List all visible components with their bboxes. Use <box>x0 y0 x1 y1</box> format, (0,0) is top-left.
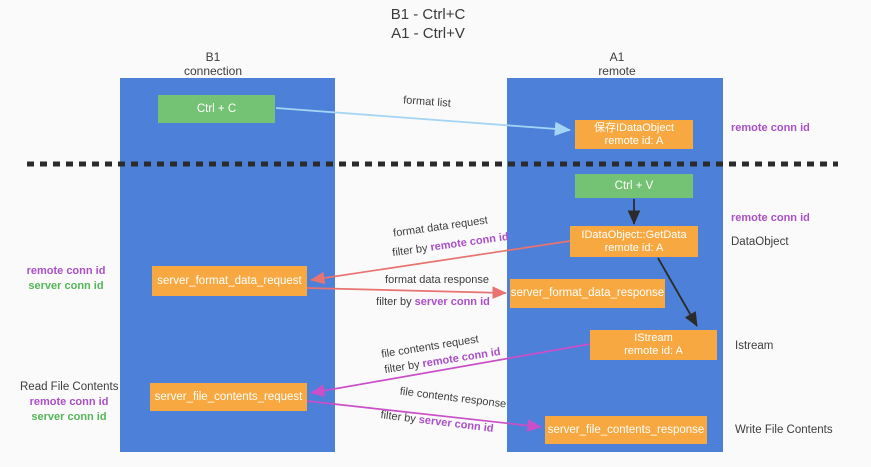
format-data-response-filter-label: filter by server conn id <box>372 296 494 308</box>
filter-by-text: filter by <box>383 358 424 377</box>
read-file-contents-annotation: Read File Contents <box>20 381 119 393</box>
server-conn-id-text: server conn id <box>414 296 490 308</box>
server-conn-id-text: server conn id <box>418 413 495 435</box>
left-file-annotation-group: Read File Contents remote conn id server c… <box>20 380 118 425</box>
file-response-box: server_file_contents_response <box>545 416 707 444</box>
dataobject-annotation: DataObject <box>731 236 789 248</box>
column-b1-role: connection <box>183 64 243 78</box>
remote-conn-id-annotation-top: remote conn id <box>731 122 810 134</box>
ctrl-c-label: Ctrl + C <box>196 102 237 115</box>
istream-line2: remote id: A <box>624 345 683 357</box>
file-response-label: server_file_contents_response <box>547 423 705 436</box>
filter-by-text: filter by <box>376 296 415 308</box>
write-file-contents-annotation: Write File Contents <box>735 424 833 436</box>
column-a1-role: remote <box>598 64 636 78</box>
save-dataobject-line2: remote id: A <box>604 134 664 147</box>
title-line-2: A1 - Ctrl+V <box>391 25 465 42</box>
column-b1-name: B1 <box>205 50 221 64</box>
title-line-1: B1 - Ctrl+C <box>390 6 466 23</box>
format-request-label: server_format_data_request <box>157 274 302 287</box>
format-response-box: server_format_data_response <box>510 279 665 308</box>
ctrl-v-label: Ctrl + V <box>614 179 654 192</box>
server-conn-id-annotation-bottom: server conn id <box>31 411 107 423</box>
save-dataobject-line1: 保存IDataObject <box>593 121 675 134</box>
remote-conn-id-text: remote conn id <box>429 230 510 254</box>
format-request-box: server_format_data_request <box>152 266 307 296</box>
ctrl-c-box: Ctrl + C <box>158 95 275 123</box>
getdata-line1: IDataObject::GetData <box>581 228 687 241</box>
filter-by-text: filter by <box>379 409 420 426</box>
file-contents-response-filter-label: filter by server conn id <box>376 409 499 436</box>
file-contents-response-label: file contents response <box>399 385 507 411</box>
format-response-label: server_format_data_response <box>510 287 665 299</box>
format-data-response-label: format data response <box>385 274 489 286</box>
istream-annotation: Istream <box>735 340 774 352</box>
remote-conn-id-annotation-left: remote conn id <box>26 265 106 277</box>
remote-conn-id-annotation-mid: remote conn id <box>731 212 810 224</box>
istream-line1: IStream <box>634 332 673 344</box>
format-list-label: format list <box>402 94 452 110</box>
remote-conn-id-annotation-bottom: remote conn id <box>29 396 109 408</box>
file-request-label: server_file_contents_request <box>154 390 303 403</box>
format-data-response-arrow <box>306 286 507 299</box>
ctrl-v-box: Ctrl + V <box>575 174 693 198</box>
left-conn-id-annotation-group: remote conn id server conn id <box>20 264 112 294</box>
filter-by-text: filter by <box>391 241 432 260</box>
column-a1-name: A1 <box>609 50 625 64</box>
getdata-line2: remote id: A <box>604 241 664 254</box>
diagram-title: B1 - Ctrl+C A1 - Ctrl+V <box>318 5 538 43</box>
file-request-box: server_file_contents_request <box>150 383 307 411</box>
server-conn-id-annotation-left: server conn id <box>28 280 104 292</box>
